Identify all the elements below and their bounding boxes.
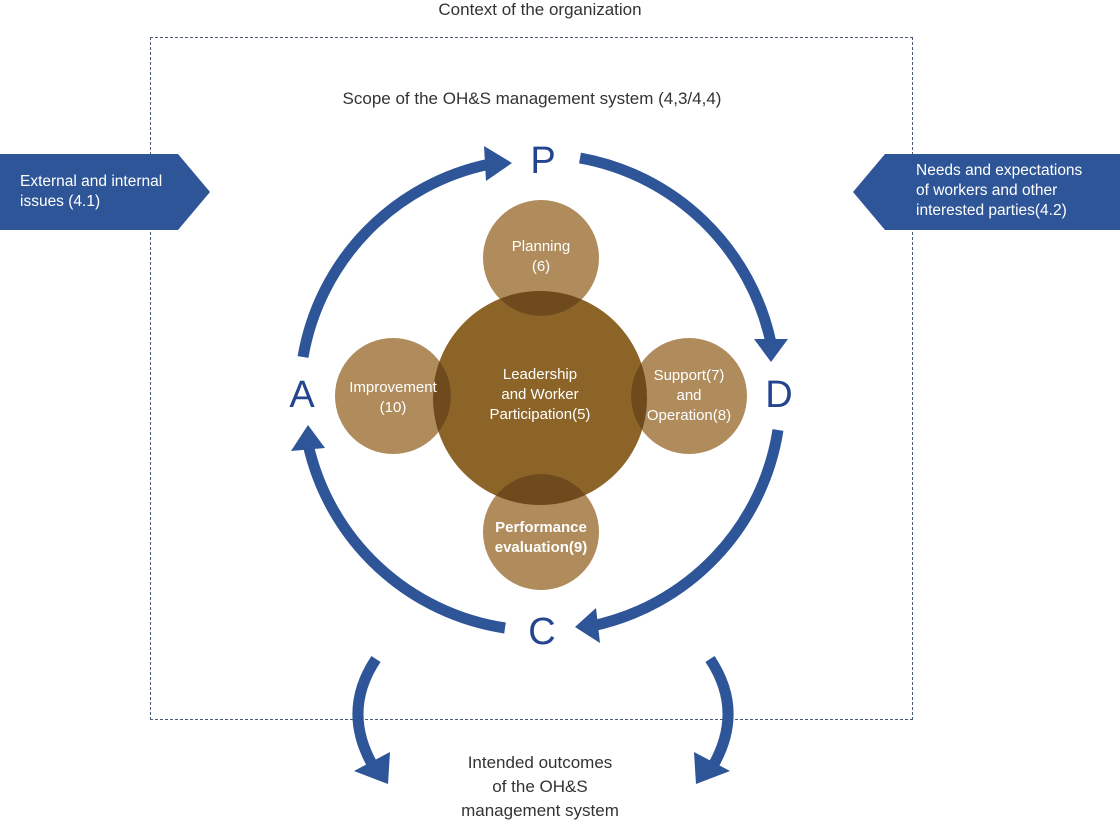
arc-p-to-d bbox=[579, 152, 777, 345]
pdca-letter-c: C bbox=[528, 611, 556, 653]
external-issues-arrow bbox=[0, 154, 210, 230]
improvement-circle bbox=[335, 338, 451, 454]
arc-a-to-p bbox=[297, 158, 492, 358]
support-circle bbox=[631, 338, 747, 454]
improvement-circle-label: Improvement (10) bbox=[349, 379, 437, 416]
organization-context-boundary bbox=[150, 37, 913, 720]
outcome-arrowhead-right bbox=[694, 752, 730, 784]
support-circle-label: Support(7) and Operation(8) bbox=[646, 367, 732, 424]
arc-d-to-c bbox=[590, 429, 784, 632]
intended-outcomes-label: Intended outcomes of the OH&S management… bbox=[461, 753, 619, 820]
pdca-letter-p: P bbox=[530, 140, 556, 182]
external-issues-label: External and internal issues (4.1) bbox=[20, 173, 163, 210]
performance-circle-label: Performance evaluation(9) bbox=[494, 519, 588, 556]
scope-title: Scope of the OH&S management system (4,3… bbox=[342, 89, 722, 108]
planning-circle bbox=[483, 200, 599, 316]
outcome-arrowhead-left bbox=[354, 752, 390, 784]
pdca-letter-d: D bbox=[765, 374, 793, 416]
center-circle-label: Leadership and Worker Participation(5) bbox=[489, 366, 591, 423]
context-title: Context of the organization bbox=[438, 0, 642, 19]
center-circle bbox=[433, 291, 647, 505]
outcome-arrow-left bbox=[352, 655, 381, 767]
arrowhead-to-a bbox=[291, 425, 325, 451]
planning-circle-label: Planning (6) bbox=[511, 238, 571, 275]
arrowhead-to-p bbox=[484, 146, 512, 181]
pdca-letter-a: A bbox=[289, 374, 315, 416]
arc-c-to-a bbox=[302, 442, 506, 634]
arrowhead-to-d bbox=[754, 339, 788, 362]
performance-circle bbox=[483, 474, 599, 590]
arrowhead-to-c bbox=[575, 608, 600, 643]
outcome-arrow-right bbox=[705, 655, 734, 767]
needs-expectations-label: Needs and expectations of workers and ot… bbox=[916, 162, 1083, 219]
needs-expectations-arrow bbox=[853, 154, 1120, 230]
